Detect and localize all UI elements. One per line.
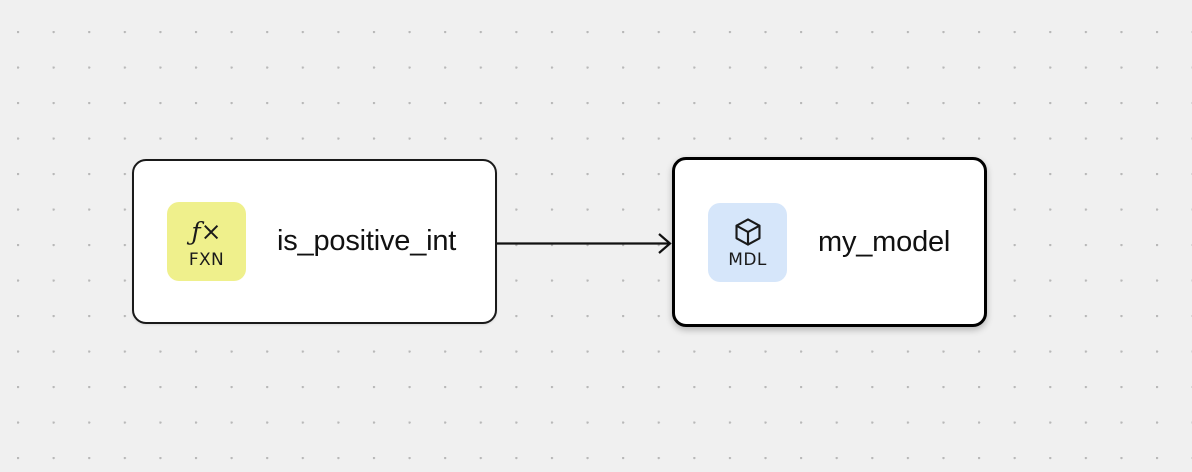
cube-icon: [732, 215, 764, 249]
node-badge-fxn: ƒ× FXN: [167, 202, 246, 281]
node-title: my_model: [818, 225, 951, 258]
fx-icon-glyph: ƒ×: [191, 217, 222, 246]
node-is-positive-int[interactable]: ƒ× FXN is_positive_int: [132, 159, 497, 324]
node-my-model[interactable]: MDL my_model: [672, 157, 987, 327]
edge-arrowhead-icon: [658, 233, 672, 254]
node-badge-label: MDL: [728, 250, 767, 270]
cube-icon-svg: [734, 218, 761, 246]
node-badge-label: FXN: [188, 249, 225, 270]
node-badge-mdl: MDL: [708, 202, 787, 282]
node-title: is_positive_int: [277, 225, 457, 257]
fx-icon: ƒ×: [191, 215, 221, 249]
edge-is-positive-int-to-my-model: [497, 233, 672, 254]
